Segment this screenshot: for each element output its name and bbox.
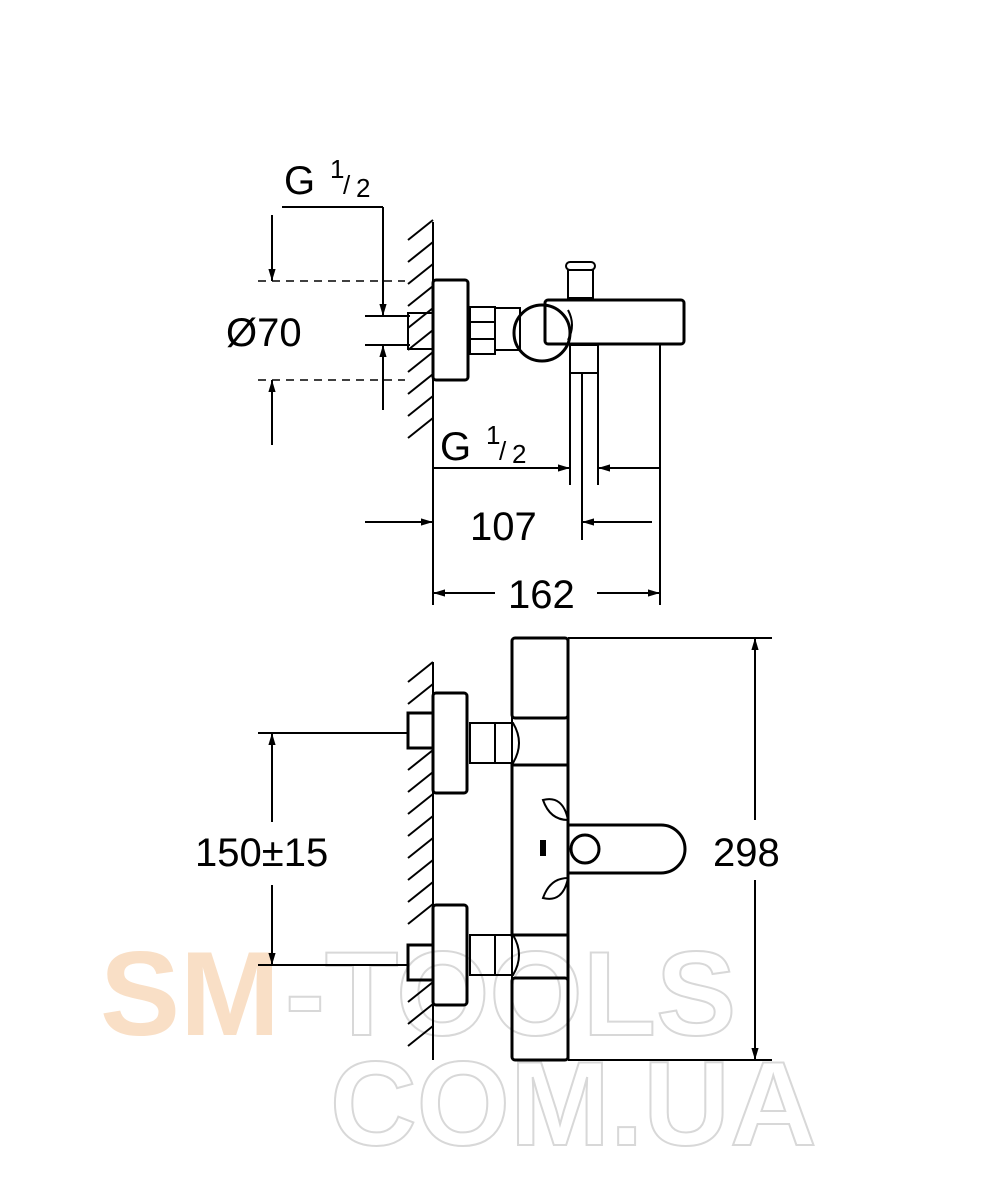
flange-upper bbox=[431, 691, 469, 795]
nut-lower bbox=[469, 934, 496, 976]
flange-lower bbox=[431, 903, 469, 1007]
front-view: 298 150±15 bbox=[195, 636, 780, 1062]
thread-label-outlet: G 1 / 2 bbox=[440, 420, 526, 469]
svg-text:2: 2 bbox=[512, 439, 526, 469]
connector-pipe bbox=[494, 307, 521, 351]
svg-text:/: / bbox=[343, 170, 351, 200]
watermark-domain: COM.UA bbox=[330, 1037, 817, 1171]
hex-nut bbox=[469, 306, 496, 355]
watermark: SM -TOOLS COM.UA bbox=[100, 926, 818, 1172]
svg-text:2: 2 bbox=[356, 173, 370, 203]
hose-connector bbox=[569, 344, 599, 374]
svg-text:1: 1 bbox=[330, 154, 344, 184]
dimension-107: 107 bbox=[470, 505, 537, 549]
inlet-fitting-hot bbox=[406, 711, 435, 750]
svg-text:/: / bbox=[499, 436, 507, 466]
side-view: G 1 / 2 Ø70 G 1 / 2 107 162 bbox=[226, 154, 686, 617]
dimension-150: 150±15 bbox=[195, 831, 328, 875]
diameter-label: Ø70 bbox=[226, 311, 302, 355]
control-knob bbox=[512, 303, 572, 363]
dimension-162: 162 bbox=[508, 573, 575, 617]
diverter-button bbox=[567, 269, 594, 299]
temperature-handle bbox=[510, 636, 570, 720]
diverter-lever bbox=[568, 823, 687, 875]
svg-text:G: G bbox=[284, 159, 315, 203]
wall-flange bbox=[431, 278, 470, 382]
watermark-sm: SM bbox=[100, 927, 280, 1061]
svg-text:1: 1 bbox=[486, 420, 500, 450]
nut-upper bbox=[469, 722, 496, 764]
lever-pivot bbox=[569, 833, 601, 865]
thread-label-top: G 1 / 2 bbox=[284, 154, 370, 203]
spout bbox=[543, 298, 686, 346]
svg-text:G: G bbox=[440, 425, 471, 469]
wall-hatch-top bbox=[407, 219, 434, 439]
dimension-298: 298 bbox=[713, 831, 780, 875]
